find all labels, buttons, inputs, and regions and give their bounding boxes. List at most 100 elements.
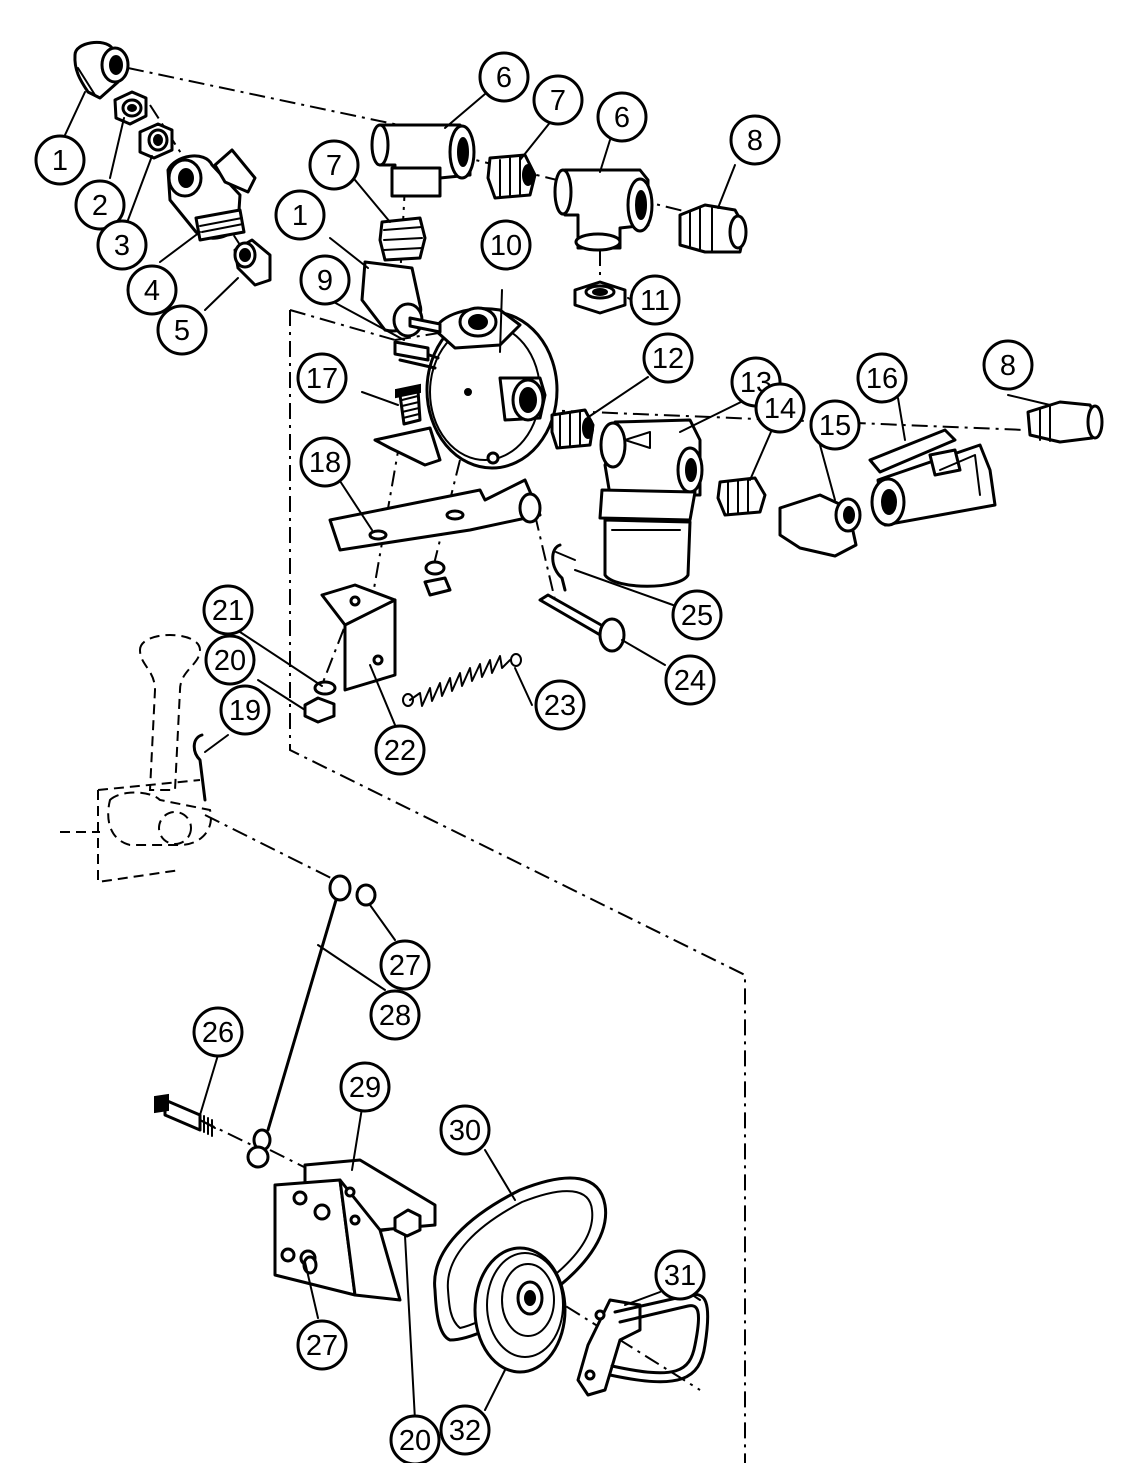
part-26-bolt [154, 1093, 216, 1137]
callout-23: 23 [534, 679, 586, 731]
callout-label: 20 [214, 645, 246, 677]
callout-label: 16 [866, 363, 898, 395]
callout-label: 19 [229, 695, 261, 727]
callout-22: 22 [374, 724, 426, 776]
callout-label: 32 [449, 1415, 481, 1447]
callout-2: 2 [74, 179, 126, 231]
part-6-tee-left [370, 123, 476, 198]
callout-circle [219, 684, 271, 736]
callout-10: 10 [480, 219, 532, 271]
part-14-nipple [716, 476, 767, 517]
callout-circle [596, 91, 648, 143]
part-6-tee-right [553, 168, 654, 252]
callout-circle [296, 1319, 348, 1371]
callout-label: 9 [317, 265, 333, 297]
callout-15: 15 [809, 399, 861, 451]
part-28-rod [246, 874, 352, 1169]
callout-circle [439, 1104, 491, 1156]
callout-label: 11 [640, 285, 670, 317]
callout-label: 2 [92, 190, 108, 222]
callout-circle [534, 679, 586, 731]
callout-circle [74, 179, 126, 231]
part-8-fitting-top [678, 203, 748, 254]
callout-6: 6 [596, 91, 648, 143]
part-30-belt [433, 1176, 608, 1342]
part-29-bracket [273, 1158, 437, 1302]
callout-6: 6 [478, 51, 530, 103]
callout-circle [664, 654, 716, 706]
callout-label: 12 [652, 343, 684, 375]
callout-28: 28 [369, 989, 421, 1041]
callout-circle [202, 584, 254, 636]
callout-1: 1 [274, 189, 326, 241]
part-16-ball-valve [868, 428, 997, 527]
callout-circle [379, 939, 431, 991]
callout-label: 22 [384, 735, 416, 767]
callout-circle [754, 382, 806, 434]
callout-17: 17 [296, 352, 348, 404]
phantom-control-lever [60, 634, 212, 884]
callout-circle [274, 189, 326, 241]
part-20-nut-lower [393, 1208, 422, 1238]
callout-label: 8 [747, 125, 763, 157]
callout-30: 30 [439, 1104, 491, 1156]
callout-circle [369, 989, 421, 1041]
callout-8: 8 [982, 339, 1034, 391]
part-22-bracket [320, 583, 397, 692]
callout-label: 28 [379, 1000, 411, 1032]
callout-circle [729, 114, 781, 166]
callout-circle [480, 219, 532, 271]
callout-label: 1 [292, 200, 308, 232]
callout-circle [299, 436, 351, 488]
callout-21: 21 [202, 584, 254, 636]
plate-hardware [423, 560, 452, 597]
callout-16: 16 [856, 352, 908, 404]
callout-circle [126, 264, 178, 316]
callout-label: 6 [614, 102, 630, 134]
callout-label: 5 [174, 315, 190, 347]
callout-label: 14 [764, 393, 796, 425]
callout-circle [204, 634, 256, 686]
callout-19: 19 [219, 684, 271, 736]
callout-32: 32 [439, 1404, 491, 1456]
callout-29: 29 [339, 1061, 391, 1113]
part-7-nipple-right [486, 153, 537, 200]
callout-27: 27 [296, 1319, 348, 1371]
callout-24: 24 [664, 654, 716, 706]
callout-label: 7 [326, 150, 342, 182]
part-24-pin [538, 593, 626, 653]
part-10-pump-body [373, 306, 559, 470]
callout-1: 1 [34, 134, 86, 186]
part-12-nipple [550, 408, 595, 450]
part-27-washer-upper [355, 883, 377, 907]
callout-5: 5 [156, 304, 208, 356]
callout-label: 1 [52, 145, 68, 177]
callout-3: 3 [96, 219, 148, 271]
callout-label: 3 [114, 230, 130, 262]
callout-circle [654, 1249, 706, 1301]
callout-8: 8 [729, 114, 781, 166]
part-3-nipple [138, 122, 174, 160]
callout-9: 9 [299, 254, 351, 306]
callout-label: 4 [144, 275, 160, 307]
callout-circle [982, 339, 1034, 391]
callout-label: 20 [399, 1425, 431, 1457]
callout-label: 8 [1000, 350, 1016, 382]
part-17-bolt [395, 383, 422, 426]
part-7-nipple-lower [378, 216, 427, 262]
callout-circle [308, 139, 360, 191]
callout-20: 20 [389, 1414, 441, 1466]
callout-27: 27 [379, 939, 431, 991]
callout-14: 14 [754, 382, 806, 434]
callout-12: 12 [642, 332, 694, 384]
callout-7: 7 [308, 139, 360, 191]
part-19-hairpin [192, 733, 207, 802]
part-31-ubolt [576, 1292, 710, 1397]
callout-circle [642, 332, 694, 384]
part-18-mounting-plate [328, 478, 542, 552]
callout-label: 17 [306, 363, 338, 395]
callout-label: 27 [306, 1330, 338, 1362]
